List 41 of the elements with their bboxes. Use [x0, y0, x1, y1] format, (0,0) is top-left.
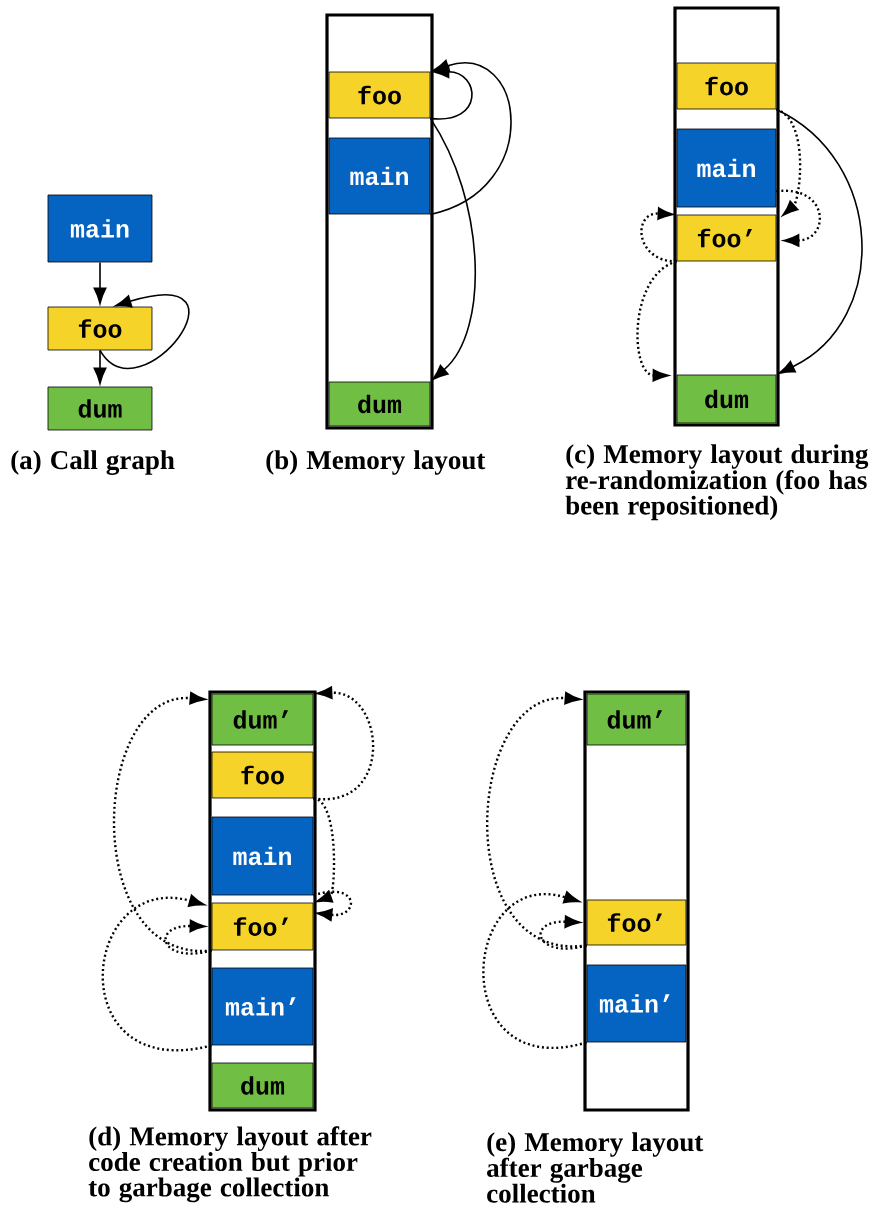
memory-block: dum’	[586, 693, 687, 746]
caption: (e) Memory layout after garbage collection	[487, 1132, 704, 1203]
call-arrow	[99, 294, 190, 369]
call-arrow	[313, 797, 336, 903]
memory-block: dum	[676, 374, 777, 424]
memory-block: foo’	[676, 214, 777, 262]
call-arrow	[539, 915, 587, 950]
memory-block: dum’	[211, 693, 314, 746]
function-box: dum	[47, 386, 153, 431]
memory-block: foo	[676, 62, 777, 110]
call-arrow	[93, 349, 107, 385]
call-arrow	[313, 686, 375, 800]
memory-block: dum	[328, 381, 431, 427]
call-arrow	[486, 692, 587, 947]
call-arrow	[313, 890, 352, 921]
call-arrow	[112, 692, 212, 952]
caption: (c) Memory layout during re-randomization (foo has been repositioned)	[565, 444, 869, 521]
call-arrow	[775, 108, 802, 216]
memory-block: main’	[586, 964, 687, 1043]
call-arrow	[101, 894, 212, 1052]
call-arrow	[636, 260, 678, 382]
memory-block: dum	[211, 1062, 314, 1109]
memory-block: main	[328, 137, 431, 215]
memory-block: foo	[328, 71, 431, 119]
call-arrow	[164, 919, 212, 955]
caption: (d) Memory layout after code creation but prior to garbage collection	[88, 1126, 372, 1203]
call-arrow	[429, 59, 512, 216]
memory-block: main	[676, 128, 777, 208]
call-arrow	[775, 108, 863, 374]
call-arrow	[482, 891, 587, 1050]
memory-block: main	[211, 816, 314, 896]
call-arrow	[776, 189, 821, 247]
memory-block: foo	[211, 751, 314, 799]
call-arrow	[93, 261, 107, 305]
function-box: foo	[47, 306, 153, 351]
function-box: main	[47, 194, 153, 263]
memory-block: main’	[211, 967, 314, 1046]
call-arrow	[429, 117, 476, 381]
call-arrow	[640, 207, 677, 263]
memory-block: foo’	[211, 902, 314, 951]
memory-block: foo’	[586, 899, 687, 946]
